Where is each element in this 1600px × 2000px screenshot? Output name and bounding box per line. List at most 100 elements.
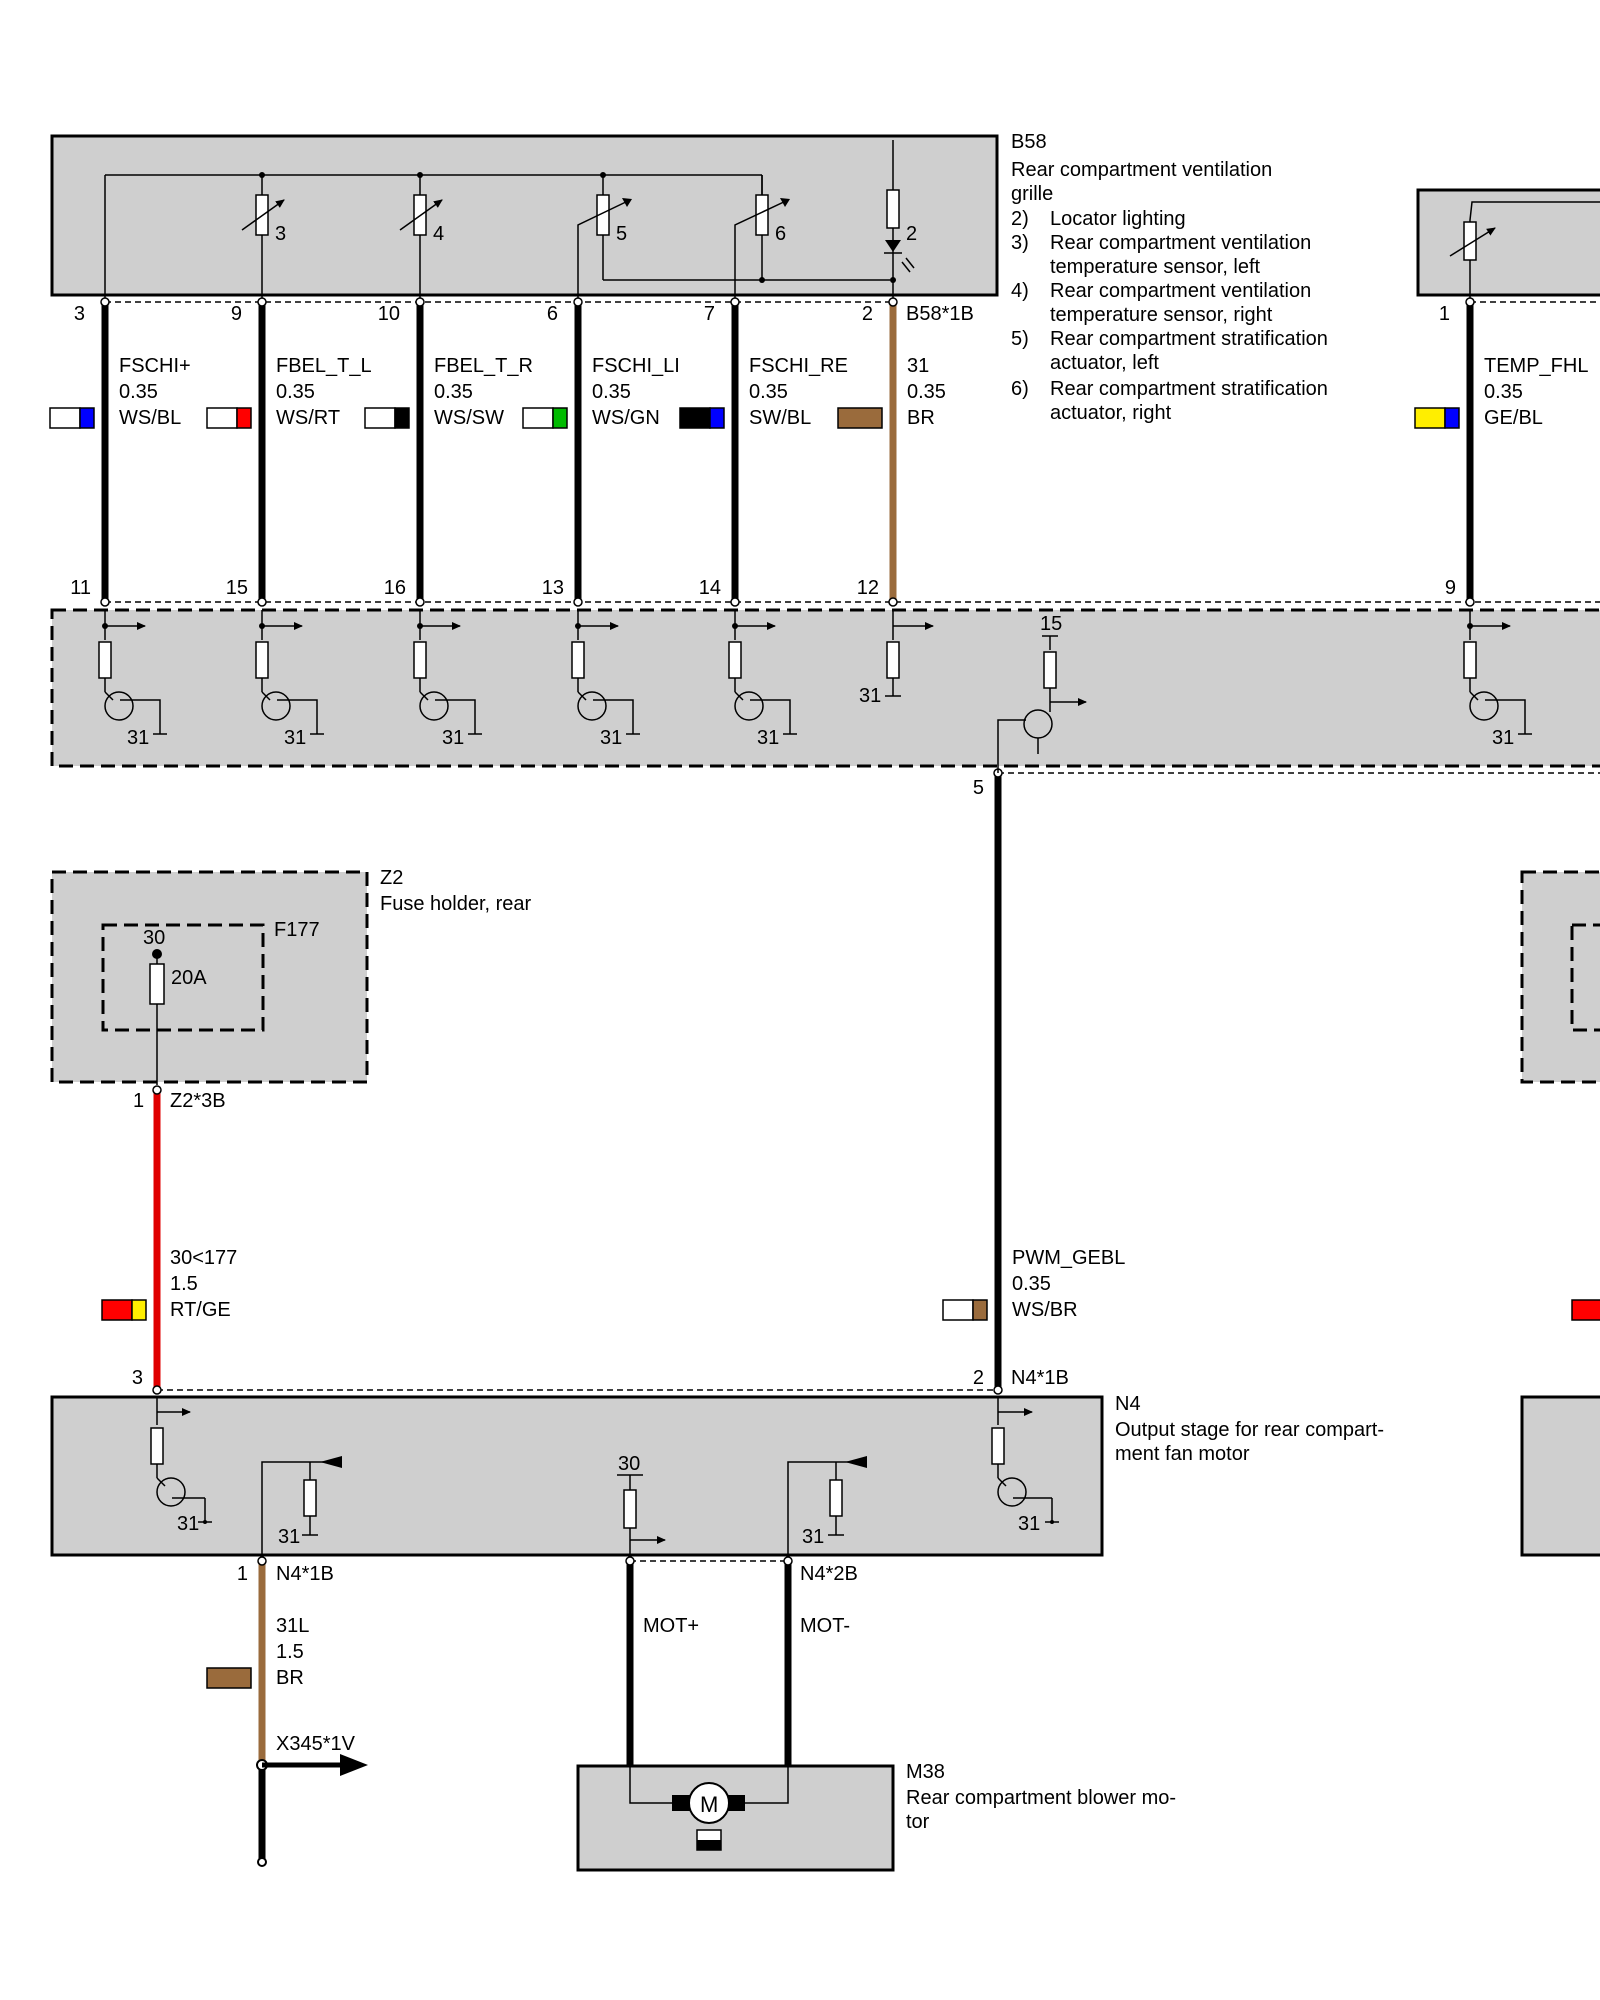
fuse-pin-bottom [152,1385,162,1395]
module-line [261,691,271,701]
wire-labels: 311FSCHI+0.35WS/BL31915FBEL_T_L0.35WS/RT… [49,303,1600,1755]
right-partial-swatch [1571,1299,1600,1321]
z2-name: Fuse holder, rear [380,893,532,915]
b58-id: B58 [1011,131,1047,153]
pin-top-label: 2 [862,303,873,325]
pwm-pin-top-label: 5 [973,777,984,799]
module-ground-label: 31 [1492,727,1514,749]
pwm-code: WS/BR [1012,1299,1078,1321]
pin-top-0 [100,297,110,307]
mot-minus-label: MOT- [800,1615,850,1637]
fuse-swatch-b [131,1299,147,1321]
module-node [1467,623,1473,629]
module-node [102,623,108,629]
legend-text: actuator, left [1050,352,1159,374]
ground-pin-top [257,1556,267,1566]
ground-signal: 31L [276,1615,309,1637]
b58-elem-3: 3 [275,223,286,245]
legend-num: 2) [1011,208,1029,230]
module-resistor [98,641,112,679]
legend-text: temperature sensor, left [1050,256,1261,278]
pin-top-2 [415,297,425,307]
pin-bottom-6 [1465,597,1475,607]
legend-text: Rear compartment stratification [1050,328,1328,350]
module-line [419,691,429,701]
wire-color-code: WS/RT [276,407,340,429]
wire-swatch-a [206,407,238,429]
n4-ground-label-mid2: 31 [802,1526,824,1548]
module-node [259,623,265,629]
wire-swatch-b [79,407,95,429]
wire-signal: FSCHI_RE [749,355,848,377]
n4-name-2: ment fan motor [1115,1443,1250,1465]
module-resistor [571,641,585,679]
n4-connector-bottom-left: N4*1B [276,1563,334,1585]
n4-connector-bottom-right: N4*2B [800,1563,858,1585]
wire-gauge: 0.35 [276,381,315,403]
module-node [417,623,423,629]
motor-symbol: M [629,1760,789,1851]
pwm-pin-bottom-label: 2 [973,1367,984,1389]
n4-connector-top: N4*1B [1011,1367,1069,1389]
pin-bottom-label: 15 [226,577,248,599]
pin-bottom-2 [415,597,425,607]
m38-name-2: tor [906,1811,930,1833]
pin-bottom-3 [573,597,583,607]
module-node [732,623,738,629]
module-ground-label: 31 [859,685,881,707]
b58-box [50,134,999,297]
module-internals [98,610,1532,773]
x345-arrow [340,1754,368,1776]
module-transistor [104,691,134,721]
legend-num: 6) [1011,378,1029,400]
fuse-signal: 30<177 [170,1247,237,1269]
module-terminal-15: 15 [1040,613,1062,635]
pin-top-label: 9 [231,303,242,325]
pwm-gauge: 0.35 [1012,1273,1051,1295]
wire-gauge: 0.35 [1484,381,1523,403]
mot-plus-pin [625,1556,635,1566]
ground-pin-top-label: 1 [237,1563,248,1585]
mot-plus-label: MOT+ [643,1615,699,1637]
wire-swatch [837,407,883,429]
module-transistor [419,691,449,721]
wire-swatch-b [394,407,410,429]
b58-elem-2: 2 [906,223,917,245]
wire-color-code: WS/BL [119,407,181,429]
module-node [575,623,581,629]
wire-color-code: SW/BL [749,407,811,429]
z2-pin: 1 [133,1090,144,1112]
module-resistor [413,641,427,679]
b58-name-2: grille [1011,183,1053,205]
ground-code: BR [276,1667,304,1689]
module-transistor [261,691,291,721]
x345-label: X345*1V [276,1733,356,1755]
module-ground-label: 31 [127,727,149,749]
b58-elem-4: 4 [433,223,444,245]
pin-bottom-label: 14 [699,577,721,599]
legend-text: Rear compartment ventilation [1050,280,1311,302]
wire-swatch-a [522,407,554,429]
wire-signal: FBEL_T_L [276,355,372,377]
right-sensor-internals [1449,201,1600,300]
right-fuse-box [1520,870,1600,1084]
f177-id: F177 [274,919,320,941]
wire-swatch-a [679,407,711,429]
pin-top-3 [573,297,583,307]
n4-ground-label-right: 31 [1018,1513,1040,1535]
wire-swatch-b [236,407,252,429]
b58-internals [104,140,915,300]
n4-name-1: Output stage for rear compart- [1115,1419,1384,1441]
pin-top-label: 6 [547,303,558,325]
legend-num: 3) [1011,232,1029,254]
wire-color-code: WS/SW [434,407,504,429]
module-transistor [577,691,607,721]
fuse-swatch-a [101,1299,133,1321]
z2-id: Z2 [380,867,403,889]
z2-connector: Z2*3B [170,1090,226,1112]
pin-bottom-label: 13 [542,577,564,599]
fuse-code: RT/GE [170,1299,231,1321]
wire-signal: 31 [907,355,929,377]
f177-terminal: 30 [143,927,165,949]
module-line [1485,699,1526,734]
